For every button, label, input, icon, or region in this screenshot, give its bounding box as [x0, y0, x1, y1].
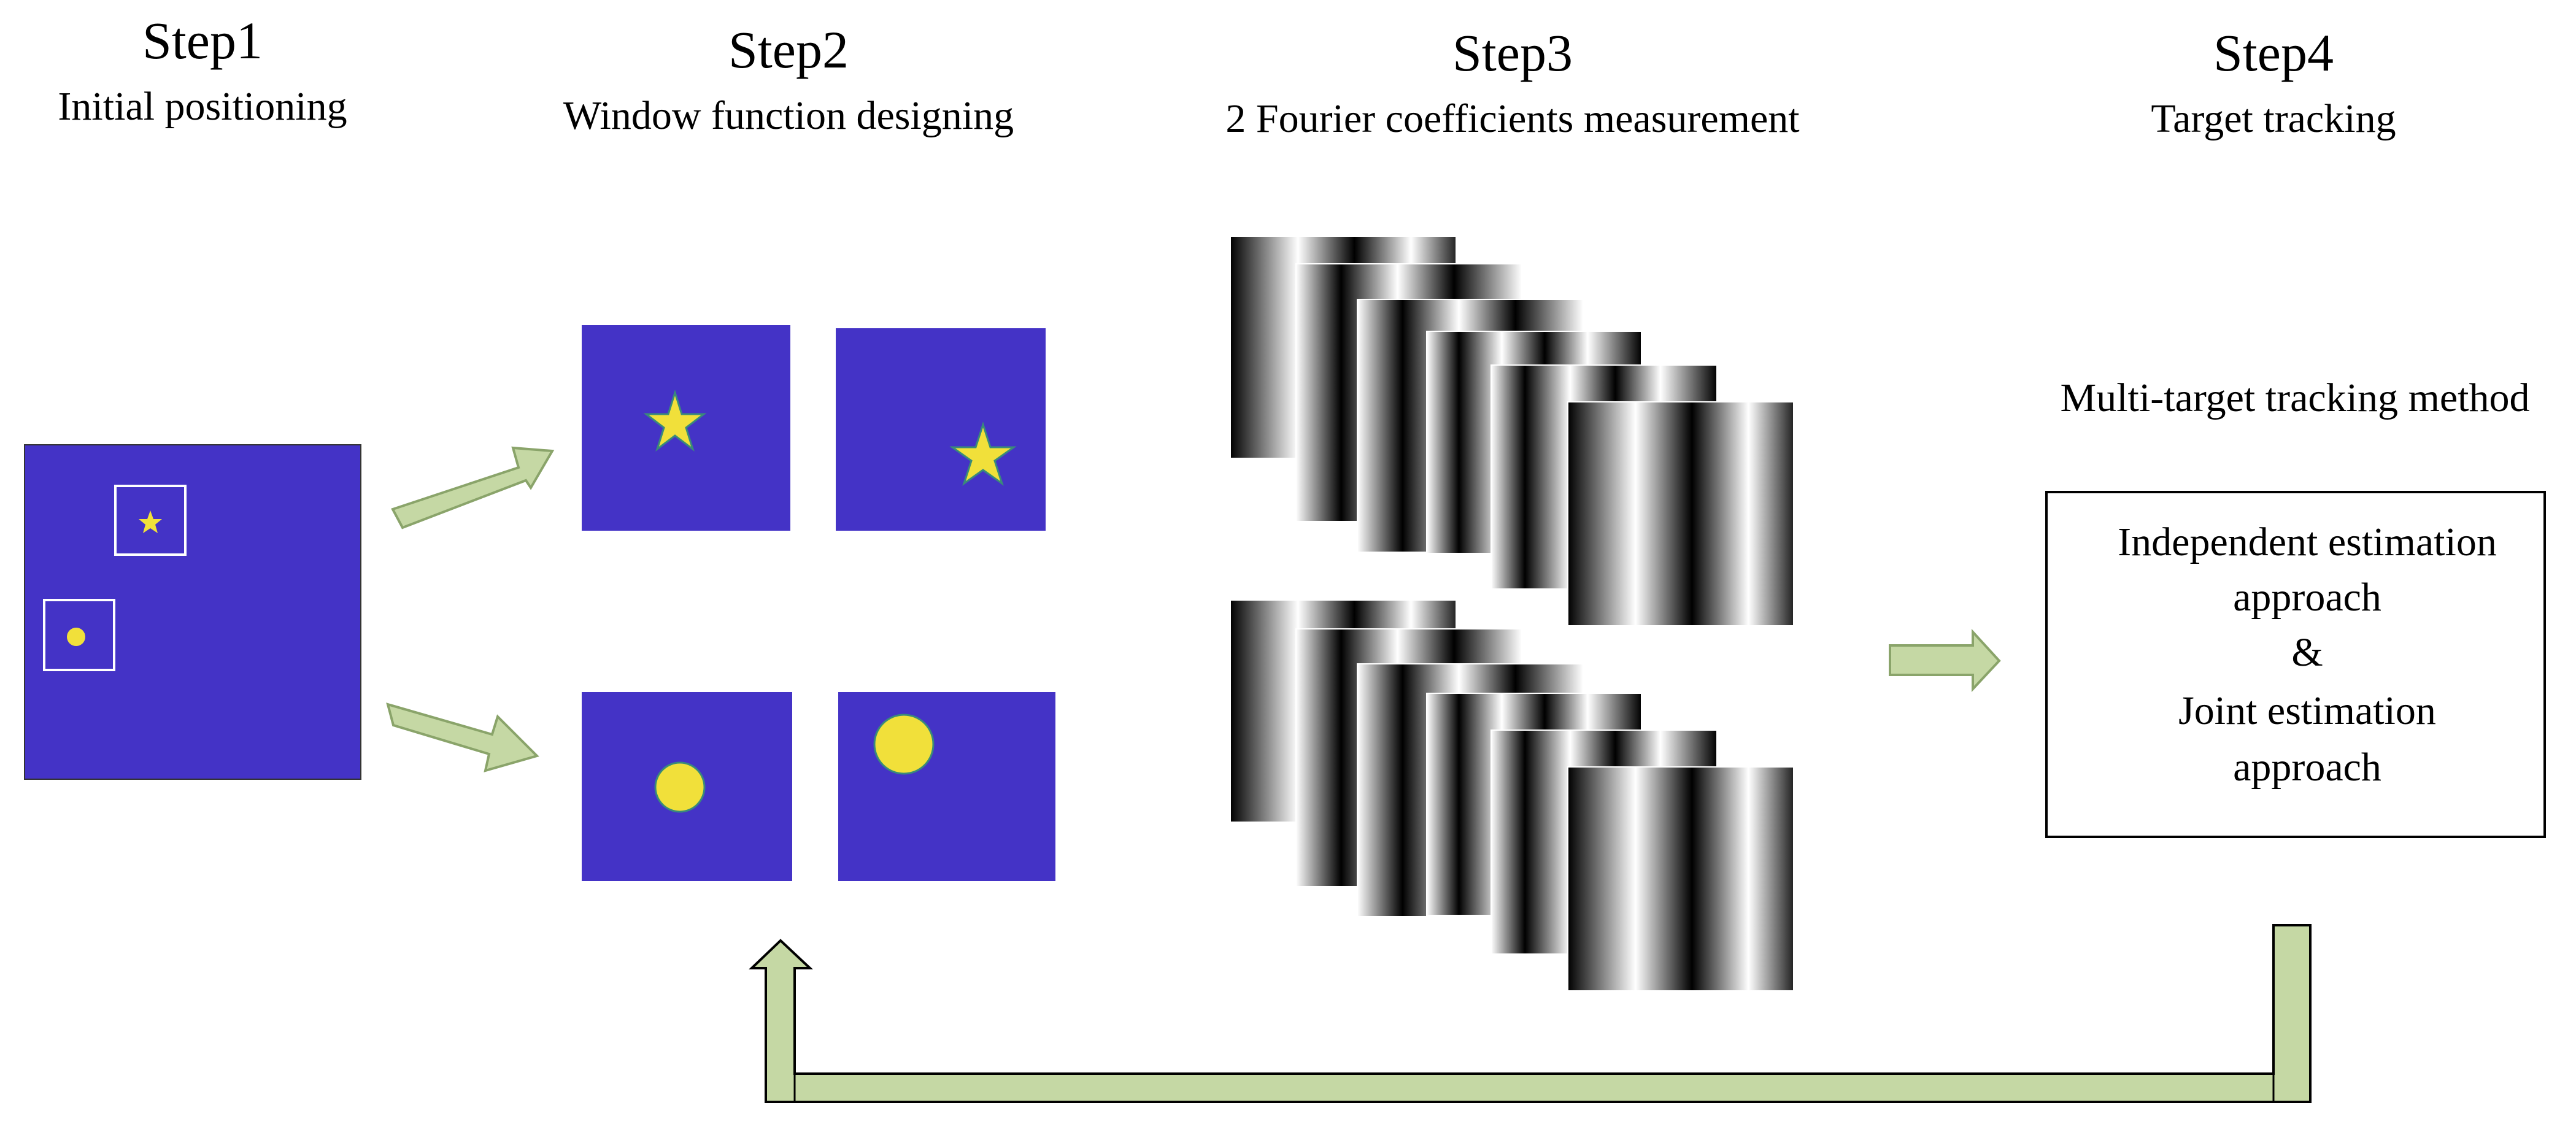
- step1-title: Step1: [142, 11, 263, 70]
- fringe-pattern: [1567, 401, 1794, 626]
- window-panel-background: [836, 328, 1046, 531]
- circle-target: [873, 714, 935, 775]
- arrow-to-star-windows: [391, 446, 555, 529]
- fringe-stack-bottom: [1230, 599, 1794, 991]
- step3-subtitle: 2 Fourier coefficients measurement: [1225, 96, 1799, 141]
- circle-target-window: [43, 599, 115, 671]
- star-target: [139, 510, 162, 533]
- star-target: [643, 389, 707, 452]
- step1-header: Step1 Initial positioning: [58, 11, 347, 129]
- method-box: [2045, 491, 2546, 838]
- window-panel-circle-2: [838, 692, 1055, 881]
- fringe-stack-top: [1230, 236, 1794, 626]
- step3-header: Step3 2 Fourier coefficients measurement: [1225, 23, 1799, 141]
- arrow-to-tracking-method: [1889, 628, 2001, 693]
- initial-frame-background: [24, 444, 361, 780]
- circle-target: [654, 761, 706, 813]
- method-box-line: approach: [2233, 575, 2381, 620]
- step4-header: Step4 Target tracking: [2151, 23, 2396, 141]
- window-panel-circle-1: [582, 692, 792, 881]
- method-heading: Multi-target tracking method: [2061, 375, 2530, 420]
- step2-header: Step2 Window function designing: [563, 20, 1014, 138]
- arrow-to-circle-windows: [386, 702, 539, 772]
- method-box-line: &: [2291, 630, 2323, 675]
- fringe-pattern: [1567, 766, 1794, 991]
- step4-subtitle: Target tracking: [2151, 96, 2396, 141]
- step1-subtitle: Initial positioning: [58, 84, 347, 129]
- method-box-line: Independent estimation: [2118, 520, 2497, 564]
- method-box-line: approach: [2233, 745, 2381, 790]
- star-target: [949, 422, 1017, 486]
- star-target-window: [114, 485, 187, 556]
- step2-subtitle: Window function designing: [563, 93, 1014, 138]
- window-panel-background: [838, 692, 1055, 881]
- step3-title: Step3: [1452, 23, 1573, 82]
- circle-target: [67, 628, 85, 646]
- method-box-line: Joint estimation: [2178, 688, 2436, 733]
- window-panel-star-2: [836, 328, 1046, 531]
- step2-title: Step2: [728, 20, 849, 79]
- initial-frame: [24, 444, 361, 780]
- step4-title: Step4: [2213, 23, 2334, 82]
- feedback-arrow: [749, 924, 2312, 1103]
- window-panel-star-1: [582, 325, 790, 531]
